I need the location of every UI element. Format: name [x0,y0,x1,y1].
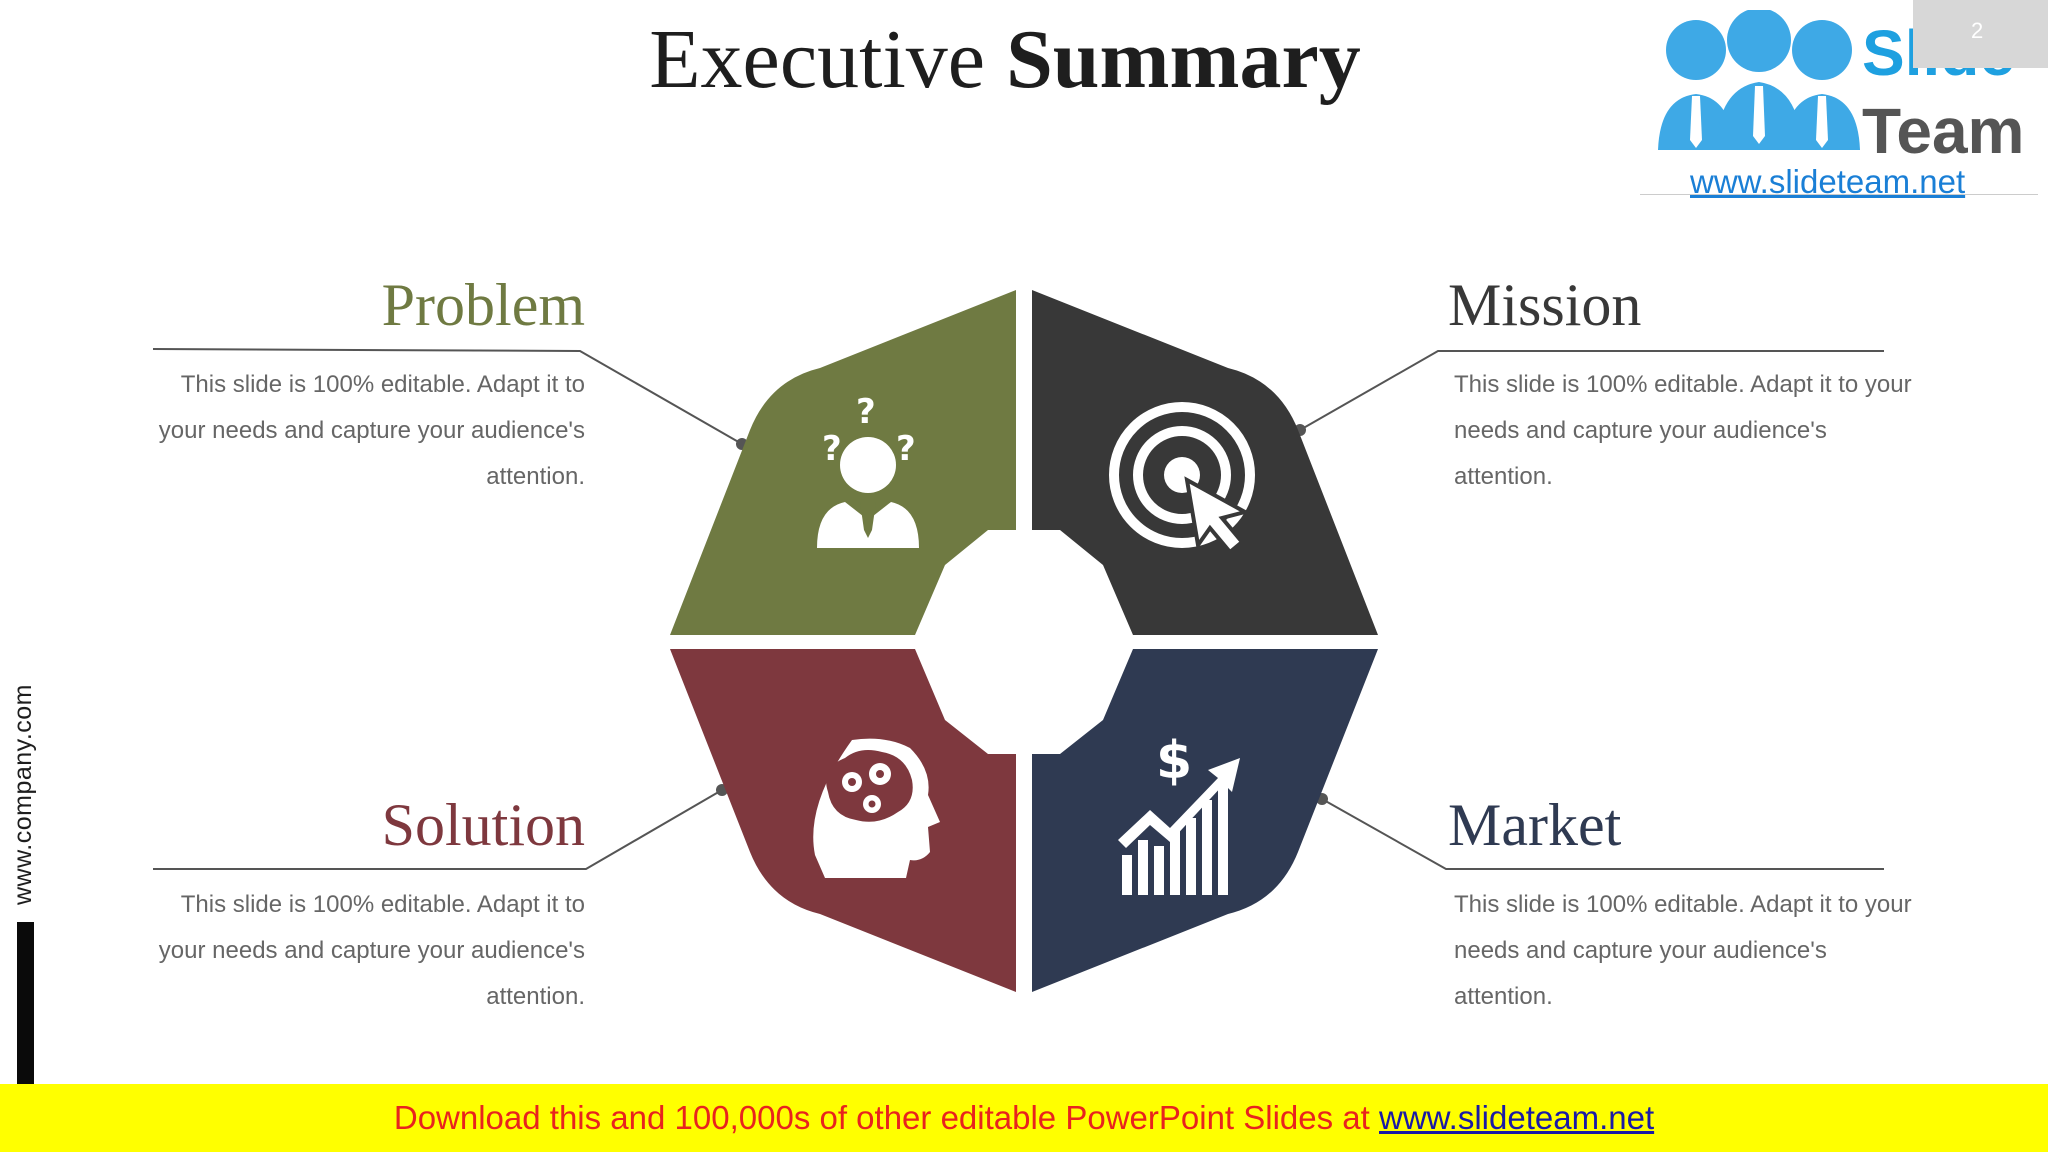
title-light-word: Executive [649,13,986,106]
slide-title: Executive Summary [0,10,2010,110]
mission-segment[interactable] [1032,290,1378,635]
svg-text:?: ? [856,392,876,432]
solution-heading: Solution [381,792,585,858]
svg-text:?: ? [822,429,842,469]
mission-connector [1299,350,1884,431]
mission-description: This slide is 100% editable. Adapt it to… [1454,371,1912,490]
mission-heading: Mission [1448,272,1642,338]
logo-url-link[interactable]: www.slideteam.net [1690,163,1966,200]
logo-divider [1640,194,2038,195]
slideteam-logo[interactable]: Slide Team www.slideteam.net [1640,0,2038,200]
footer-link[interactable]: www.slideteam.net [1379,1099,1655,1136]
company-website-text: www.company.com [9,684,37,905]
problem-description: This slide is 100% editable. Adapt it to… [158,371,585,490]
download-banner[interactable]: Download this and 100,000s of other edit… [0,1084,2048,1152]
market-connector [1321,798,1884,870]
logo-word-team: Team [1862,95,2025,167]
page-number: 2 [1971,18,1984,43]
problem-connector [152,348,743,445]
dollar-growth-chart-icon: $ [1118,731,1240,895]
market-heading: Market [1448,792,1622,858]
market-description: This slide is 100% editable. Adapt it to… [1454,891,1912,1010]
octagon-diagram: ? ? ? $ [670,290,1378,992]
worried-person-icon: ? ? ? [817,392,919,548]
side-accent-bar [17,922,34,1084]
page-number-box [1913,0,2048,68]
solution-connector [153,789,723,870]
target-cursor-icon [1109,402,1255,555]
title-bold-word: Summary [1006,13,1361,106]
svg-text:$: $ [1156,731,1192,791]
problem-heading: Problem [381,272,585,338]
solution-description: This slide is 100% editable. Adapt it to… [158,891,585,1010]
svg-text:?: ? [896,429,916,469]
brain-gears-icon [813,738,940,878]
footer-text: Download this and 100,000s of other edit… [393,1099,1379,1136]
people-logo-icon [1658,10,1860,150]
